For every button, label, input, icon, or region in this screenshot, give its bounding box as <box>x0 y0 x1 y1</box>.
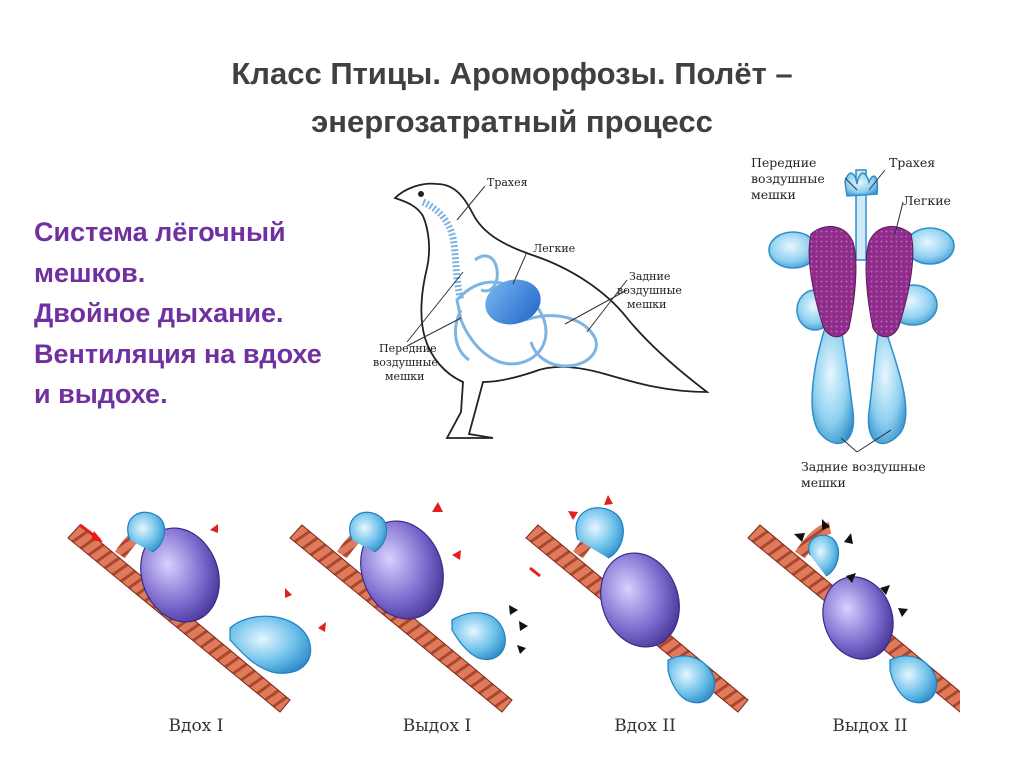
title-line-1: Класс Птицы. Ароморфозы. Полёт – <box>231 56 793 91</box>
lungs-label-anterior-1: Передние <box>751 155 816 170</box>
right-lung <box>865 226 914 338</box>
bird-trachea <box>421 198 465 302</box>
lungs-label-anterior-3: мешки <box>751 187 796 202</box>
lungs-label-trachea: Трахея <box>889 155 935 170</box>
bird-label-posterior-1: Задние <box>629 270 670 283</box>
description-line-3: Двойное дыхание. <box>34 298 284 328</box>
bird-eye <box>418 191 424 197</box>
bird-respiratory-diagram: Трахея Легкие Задние воздушные мешки Пер… <box>373 176 710 439</box>
lungs-label-posterior-1: Задние воздушные <box>801 459 926 474</box>
lungs-label-lungs: Легкие <box>903 193 951 208</box>
description-text: Система лёгочный мешков. Двойное дыхание… <box>34 212 364 415</box>
description-line-5: и выдохе. <box>34 379 168 409</box>
lungs-label-posterior-2: мешки <box>801 475 846 490</box>
caption-inhale-2: Вдох II <box>614 716 676 736</box>
trachea-tube <box>855 169 867 261</box>
stage-inhale-1 <box>68 511 326 712</box>
stage-exhale-1 <box>290 502 528 712</box>
bird-label-anterior-2: воздушные <box>373 356 438 369</box>
caption-exhale-1: Выдох I <box>402 716 472 736</box>
description-line-4: Вентиляция на вдохе <box>34 338 322 369</box>
bird-label-anterior-3: мешки <box>385 370 425 383</box>
bird-label-lungs: Легкие <box>533 242 575 255</box>
left-lung <box>808 226 857 338</box>
right-posterior-sac <box>867 327 907 445</box>
bird-label-trachea: Трахея <box>487 176 528 189</box>
bird-label-posterior-3: мешки <box>627 298 667 311</box>
description-line-1: Система лёгочный <box>34 217 286 247</box>
lungs-label-anterior-2: воздушные <box>751 171 825 186</box>
description-line-2: мешков. <box>34 257 146 288</box>
stage-exhale-2 <box>748 519 960 712</box>
stage-inhale-2 <box>526 495 748 712</box>
bird-lung <box>485 279 541 325</box>
title-line-2: энергозатратный процесс <box>311 104 713 139</box>
bird-label-posterior-2: воздушные <box>617 284 682 297</box>
bird-outline <box>393 182 710 439</box>
caption-inhale-1: Вдох I <box>168 716 224 736</box>
bird-label-anterior-1: Передние <box>379 342 437 355</box>
caption-exhale-2: Выдох II <box>832 716 908 736</box>
stages-diagram <box>60 495 960 713</box>
lungs-air-sacs-diagram: Передние воздушные мешки Трахея Легкие З… <box>751 155 955 490</box>
left-posterior-sac <box>811 327 855 445</box>
page-title: Класс Птицы. Ароморфозы. Полёт – энергоз… <box>0 50 1024 146</box>
